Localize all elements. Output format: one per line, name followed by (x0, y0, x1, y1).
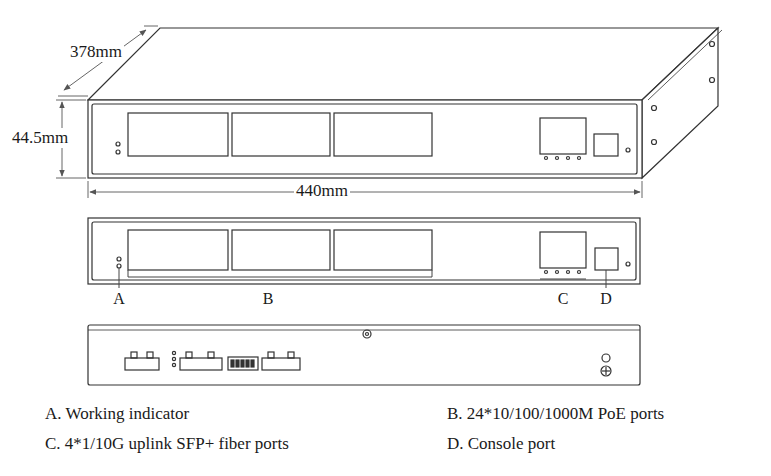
legend-caption: A. Working indicator (45, 404, 189, 424)
indicator-led (117, 257, 121, 261)
terminal-tab (208, 352, 214, 358)
switch-rear (88, 325, 640, 385)
rear-face (88, 325, 640, 385)
side-face (642, 28, 718, 178)
console-port (594, 134, 618, 156)
callout-letter: A (113, 290, 125, 308)
screw (366, 333, 369, 336)
ground-cross (605, 367, 606, 375)
terminal-tab (288, 352, 294, 358)
extension-line (88, 181, 89, 198)
port-block (232, 230, 330, 270)
extension-line (56, 100, 86, 101)
power-led (172, 357, 175, 360)
extension-line (144, 26, 158, 27)
callout-letter: B (263, 290, 274, 308)
front-face (88, 218, 640, 284)
port-block (232, 113, 330, 156)
sfp-led (567, 271, 570, 274)
leader-line (606, 270, 607, 288)
extension-line (642, 181, 643, 198)
dip-lever (251, 360, 254, 367)
dip-lever (241, 360, 244, 367)
dip-lever (246, 360, 249, 367)
switch-perspective (88, 28, 722, 178)
dimension-line (64, 30, 146, 90)
front-panel (92, 104, 637, 174)
callout-letter: C (558, 290, 569, 308)
port-block (334, 230, 432, 270)
sfp-led (556, 271, 559, 274)
ground-screw (601, 366, 611, 376)
terminal-tab (268, 352, 274, 358)
ground-screw (602, 354, 610, 362)
front-face (88, 100, 642, 178)
front-panel (92, 222, 636, 280)
indicator-led (116, 150, 120, 154)
sfp-block (540, 232, 586, 268)
terminal-tab (131, 352, 137, 358)
terminal-block (262, 358, 300, 370)
sfp-led (556, 157, 559, 160)
port-block (334, 113, 432, 156)
bracket (128, 270, 432, 277)
terminal-block (180, 358, 222, 370)
indicator-led (117, 264, 121, 268)
power-led (172, 351, 175, 354)
extension-line (58, 96, 88, 97)
extension-line (56, 178, 86, 179)
screw (363, 330, 371, 338)
screw (710, 78, 715, 83)
dimension-line (90, 192, 640, 193)
legend-caption: D. Console port (447, 434, 555, 454)
callout-leaders (119, 268, 606, 288)
port-block (128, 113, 228, 156)
dip-lever (236, 360, 239, 367)
dimension-lines (56, 26, 642, 198)
callout-letter: D (600, 290, 612, 308)
dip-switch (228, 357, 258, 370)
dip-lever (231, 360, 234, 367)
sfp-led (545, 157, 548, 160)
screw (652, 106, 657, 111)
screw (652, 140, 657, 145)
sfp-led (578, 271, 581, 274)
legend-caption: B. 24*10/100/1000M PoE ports (447, 404, 664, 424)
terminal-tab (147, 352, 153, 358)
terminal-block (125, 358, 159, 370)
sfp-led (567, 157, 570, 160)
sfp-led (578, 157, 581, 160)
reset-hole (626, 262, 630, 266)
reset-hole (626, 148, 630, 152)
console-port (595, 248, 618, 270)
bracket (540, 279, 586, 280)
indicator-led (116, 142, 120, 146)
sfp-block (540, 118, 586, 154)
leader-line (119, 268, 120, 288)
screw (710, 42, 715, 47)
dimension-label: 440mm (294, 181, 350, 201)
legend-caption: C. 4*1/10G uplink SFP+ fiber ports (45, 434, 289, 454)
side-edge (648, 30, 722, 100)
port-block (128, 230, 228, 270)
dimension-label: 378mm (68, 42, 124, 62)
switch-front (88, 218, 640, 284)
dimension-label: 44.5mm (10, 128, 70, 148)
terminal-tab (186, 352, 192, 358)
sfp-led (545, 271, 548, 274)
power-led (172, 363, 175, 366)
top-face (88, 28, 718, 100)
rear-edge (88, 330, 640, 331)
